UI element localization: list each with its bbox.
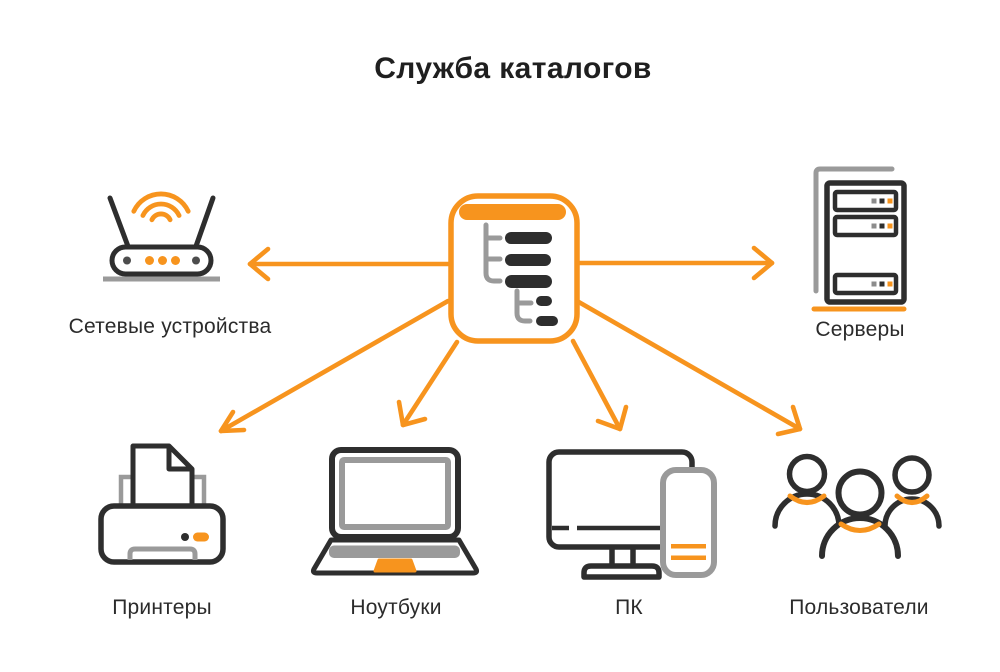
- label-pcs: ПК: [615, 596, 643, 619]
- label-printers: Принтеры: [112, 596, 212, 619]
- label-laptops: Ноутбуки: [350, 596, 442, 619]
- arrow-center-to-printers: [218, 298, 451, 434]
- server-led-lights: [871, 198, 893, 287]
- label-network-devices: Сетевые устройства: [68, 315, 272, 338]
- arrow-center-to-servers: [575, 245, 775, 281]
- directory-tree-icon: [448, 193, 580, 344]
- arrow-center-to-network-devices: [247, 246, 451, 282]
- label-servers: Серверы: [815, 318, 905, 341]
- page-title: Служба каталогов: [374, 52, 652, 85]
- connection-arrows: [218, 245, 803, 437]
- arrow-center-to-laptops: [396, 339, 460, 428]
- arrow-center-to-pcs: [570, 338, 629, 432]
- users-icon: [772, 453, 942, 559]
- label-users: Пользователи: [789, 596, 929, 619]
- desktop-pc-icon: [546, 449, 717, 580]
- wifi-icon: [131, 191, 191, 223]
- laptop-icon: [310, 447, 480, 576]
- router-icon: [103, 191, 220, 282]
- printer-icon: [98, 443, 226, 565]
- arrow-center-to-users: [574, 298, 803, 437]
- server-icon: [811, 166, 907, 312]
